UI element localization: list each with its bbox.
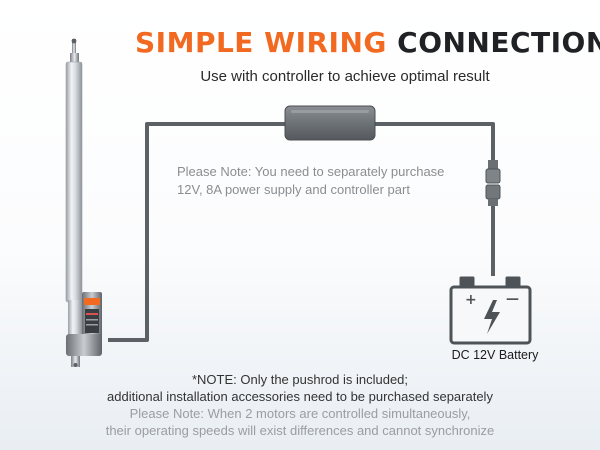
page-title: SIMPLE WIRING CONNECTION <box>135 26 600 59</box>
footnote-line-3: Please Note: When 2 motors are controlle… <box>129 406 471 421</box>
power-supply-note: Please Note: You need to separately purc… <box>177 163 477 199</box>
inline-connector <box>485 160 501 206</box>
power-adapter-controller <box>284 105 376 141</box>
battery-icon <box>449 276 532 345</box>
battery-plus-sign: + <box>465 292 477 308</box>
title-rest: CONNECTION <box>397 26 600 59</box>
wire-adapter-to-battery <box>372 122 495 276</box>
power-note-line-1: Please Note: You need to separately purc… <box>177 164 445 179</box>
footnote-line-2: additional installation accessories need… <box>107 389 493 404</box>
battery-minus-sign: — <box>506 292 519 307</box>
footnote-line-4: their operating speeds will exist differ… <box>105 423 495 438</box>
battery-label: DC 12V Battery <box>451 348 539 362</box>
footnote: *NOTE: Only the pushrod is included; add… <box>0 371 600 439</box>
wire-controller-to-actuator <box>108 122 288 342</box>
footnote-line-1: *NOTE: Only the pushrod is included; <box>191 372 409 387</box>
power-note-line-2: 12V, 8A power supply and controller part <box>177 182 410 197</box>
linear-actuator <box>65 38 102 367</box>
page-subtitle: Use with controller to achieve optimal r… <box>200 68 490 85</box>
title-highlight: SIMPLE WIRING <box>135 26 387 59</box>
